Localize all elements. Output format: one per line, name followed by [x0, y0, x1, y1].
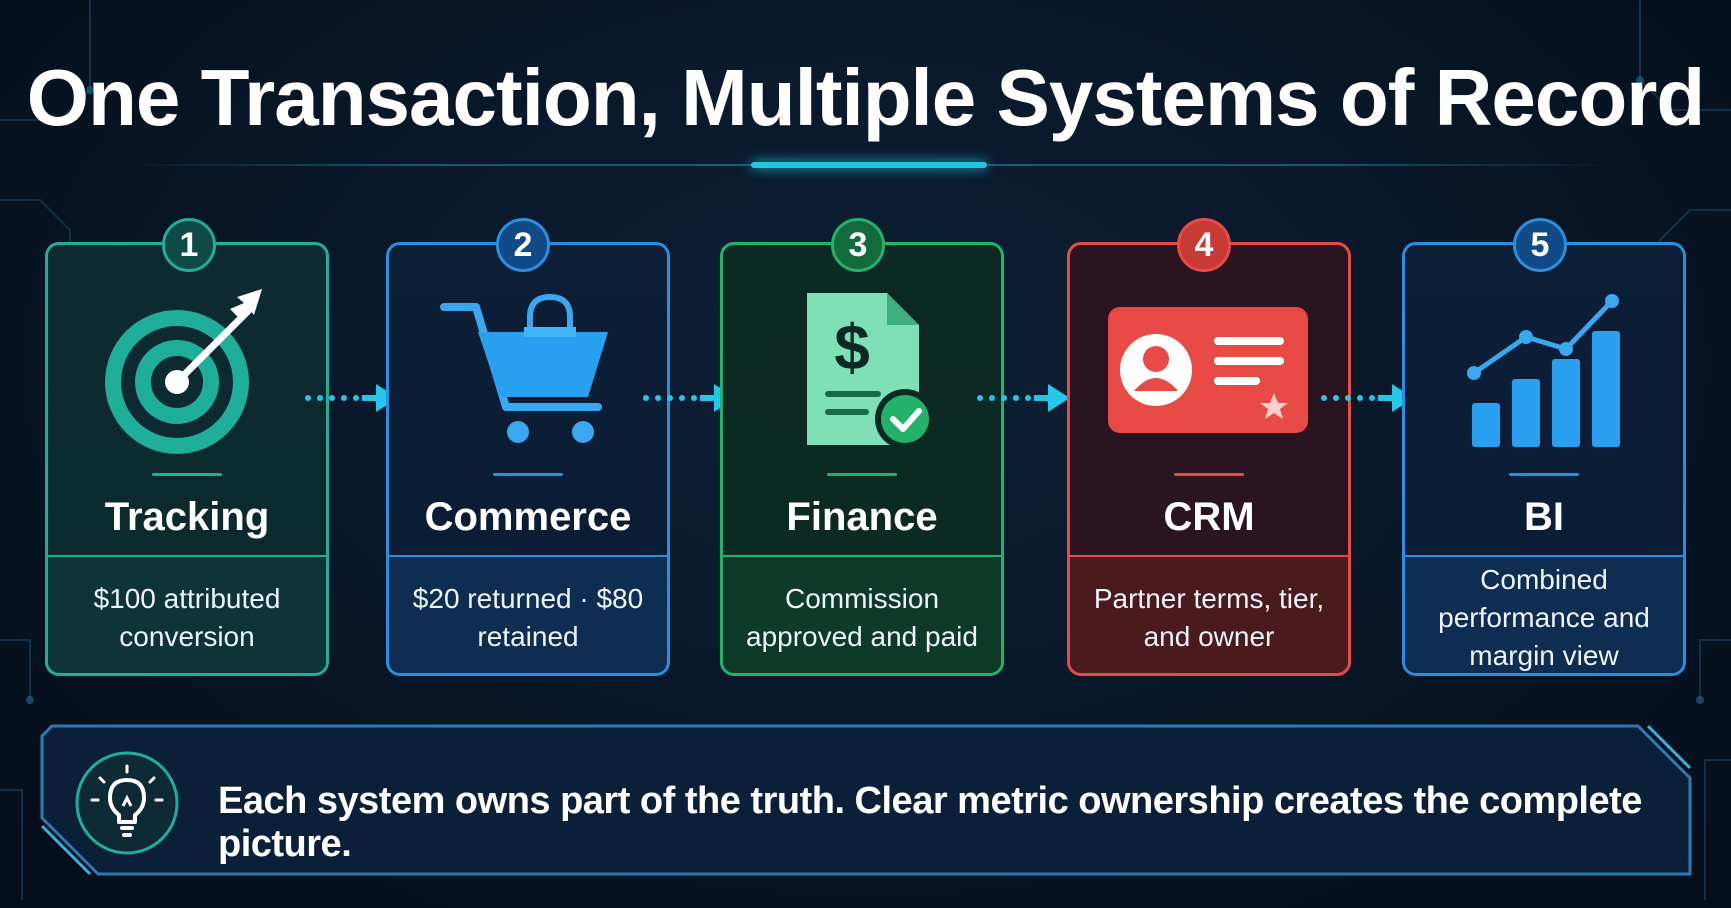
card-underline — [1174, 473, 1244, 476]
card-description-area: $20 returned · $80 retained — [389, 555, 667, 673]
card-underline — [1509, 473, 1579, 476]
card-title: BI — [1524, 495, 1564, 539]
flow-arrow — [977, 384, 1070, 412]
card-description-area: $100 attributed conversion — [48, 555, 326, 673]
card-description: Partner terms, tier, and owner — [1093, 583, 1325, 652]
card-description: Combined performance and margin view — [1438, 564, 1650, 671]
insight-box — [40, 724, 1692, 876]
title-accent-bar — [751, 162, 987, 168]
card-underline — [493, 473, 563, 476]
card-description: Commission approved and paid — [746, 583, 978, 652]
lightbulb-icon — [75, 751, 179, 855]
step-card-tracking: Tracking $100 attributed conversion — [45, 242, 329, 676]
step-badge-3: 3 — [831, 218, 885, 272]
card-title: Commerce — [424, 495, 632, 539]
card-title: Finance — [786, 495, 938, 539]
card-description: $20 returned · $80 retained — [412, 583, 644, 652]
invoice-check-icon: $ — [723, 287, 1001, 457]
step-badge-1: 1 — [162, 218, 216, 272]
card-title: Tracking — [104, 495, 270, 539]
bar-chart-icon — [1405, 287, 1683, 457]
step-card-finance: $ Finance Commission approved and paid — [720, 242, 1004, 676]
step-badge-4: 4 — [1177, 218, 1231, 272]
card-underline — [827, 473, 897, 476]
card-description: $100 attributed conversion — [93, 583, 281, 652]
target-icon — [48, 287, 326, 457]
step-badge-5: 5 — [1513, 218, 1567, 272]
card-description-area: Combined performance and margin view — [1405, 555, 1683, 673]
step-card-commerce: Commerce $20 returned · $80 retained — [386, 242, 670, 676]
contact-card-icon — [1070, 287, 1348, 457]
step-badge-2: 2 — [496, 218, 550, 272]
card-underline — [152, 473, 222, 476]
card-description-area: Commission approved and paid — [723, 555, 1001, 673]
card-title: CRM — [1163, 495, 1255, 539]
step-card-crm: CRM Partner terms, tier, and owner — [1067, 242, 1351, 676]
card-description-area: Partner terms, tier, and owner — [1070, 555, 1348, 673]
page-title: One Transaction, Multiple Systems of Rec… — [26, 53, 1705, 142]
shopping-cart-icon — [389, 287, 667, 457]
step-card-bi: BI Combined performance and margin view — [1402, 242, 1686, 676]
insight-text: Each system owns part of the truth. Clea… — [218, 780, 1642, 865]
svg-text:$: $ — [834, 311, 870, 383]
